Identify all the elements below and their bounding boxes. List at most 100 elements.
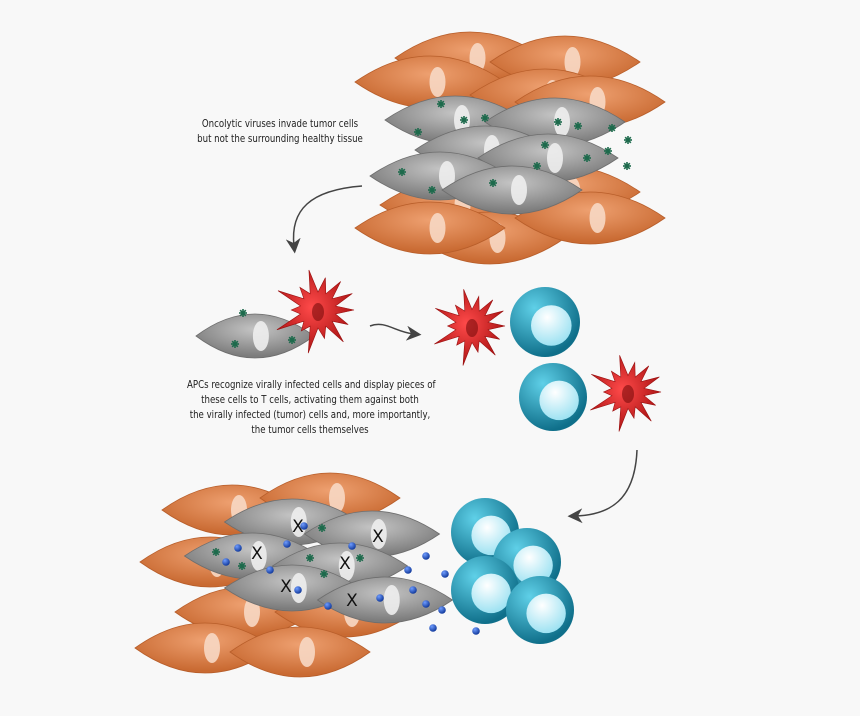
dead-cell-mark: X xyxy=(251,544,263,564)
cytokine-dot xyxy=(283,540,291,548)
t-cell xyxy=(451,556,519,624)
virus-spike xyxy=(306,554,314,562)
dead-cell-mark: X xyxy=(372,527,384,547)
cytokine-dot xyxy=(234,544,242,552)
caption-line: the tumor cells themselves xyxy=(251,424,369,436)
cytokine-dot xyxy=(422,552,430,560)
cell-nucleus xyxy=(370,519,387,549)
cell-nucleus xyxy=(429,213,446,243)
cytokine-dot xyxy=(441,570,449,578)
virus-icon xyxy=(320,570,328,578)
virus-spike xyxy=(541,141,549,149)
cytokine-dot xyxy=(222,558,230,566)
virus-spike xyxy=(604,147,612,155)
cell-nucleus xyxy=(204,633,220,663)
virus-icon xyxy=(624,136,632,144)
caption-line: these cells to T cells, activating them … xyxy=(201,394,419,406)
cell-nucleus xyxy=(429,67,446,97)
virus-spike xyxy=(238,562,246,570)
virus-spike xyxy=(481,114,489,122)
virus-spike xyxy=(623,162,631,170)
virus-icon xyxy=(541,141,549,149)
cell-nucleus xyxy=(511,175,527,205)
virus-spike xyxy=(212,548,220,556)
virus-icon xyxy=(608,124,616,132)
cytokine-dot xyxy=(324,602,332,610)
virus-icon xyxy=(398,168,406,176)
virus-icon xyxy=(489,179,497,187)
t-cell-core xyxy=(531,305,572,346)
virus-icon xyxy=(356,554,364,562)
caption-line: the virally infected (tumor) cells and, … xyxy=(189,409,431,421)
virus-icon xyxy=(231,340,239,348)
virus-spike xyxy=(288,336,296,344)
virus-icon xyxy=(428,186,436,194)
apc-cell xyxy=(434,289,506,366)
virus-spike xyxy=(460,116,468,124)
virus-icon xyxy=(623,162,631,170)
virus-spike xyxy=(554,118,562,126)
cell-nucleus xyxy=(329,483,345,513)
apc-cell xyxy=(276,269,355,354)
virus-icon xyxy=(212,548,220,556)
cytokine-dot xyxy=(266,566,274,574)
virus-spike xyxy=(318,524,326,532)
cytokine-dot xyxy=(376,594,384,602)
healthy-cell xyxy=(229,626,371,678)
virus-spike xyxy=(320,570,328,578)
virus-spike xyxy=(437,100,445,108)
virus-spike xyxy=(231,340,239,348)
caption-line: Oncolytic viruses invade tumor cells xyxy=(201,118,359,130)
apc-nucleus xyxy=(312,303,324,321)
cytokine-dot xyxy=(348,542,356,550)
virus-icon xyxy=(554,118,562,126)
arrow xyxy=(285,185,363,254)
virus-spike xyxy=(574,122,582,130)
cytokine-dot xyxy=(409,586,417,594)
cell-nucleus xyxy=(383,585,400,615)
cell-nucleus xyxy=(564,47,581,77)
t-cell-core xyxy=(526,593,566,634)
virus-icon xyxy=(604,147,612,155)
apc-nucleus xyxy=(622,385,634,403)
t-cell xyxy=(506,576,574,644)
virus-icon xyxy=(318,524,326,532)
cell-nucleus xyxy=(338,551,355,581)
virus-icon xyxy=(437,100,445,108)
arrow xyxy=(567,449,638,524)
cell-nucleus xyxy=(299,637,315,667)
cell-nucleus xyxy=(589,203,606,233)
caption-apc-activation: APCs recognize virally infected cells an… xyxy=(187,378,436,438)
healthy-cell xyxy=(134,622,276,674)
cell-nucleus xyxy=(250,541,267,571)
virus-spike xyxy=(489,179,497,187)
apc-nucleus xyxy=(466,319,478,337)
dead-cell-mark: X xyxy=(292,517,304,537)
cytokine-dot xyxy=(429,624,437,632)
virus-icon xyxy=(481,114,489,122)
virus-spike xyxy=(239,309,247,317)
virus-spike xyxy=(356,554,364,562)
virus-spike xyxy=(398,168,406,176)
virus-icon xyxy=(533,162,541,170)
cytokine-dot xyxy=(300,522,308,530)
virus-icon xyxy=(238,562,246,570)
t-cell xyxy=(519,363,587,431)
cytokine-dot xyxy=(294,586,302,594)
virus-icon xyxy=(583,154,591,162)
virus-spike xyxy=(583,154,591,162)
healthy-cell xyxy=(354,55,506,109)
virus-spike xyxy=(414,128,422,136)
dead-cell-mark: X xyxy=(280,577,292,597)
tumor-cell xyxy=(316,576,454,624)
cytokine-dot xyxy=(422,600,430,608)
arrow xyxy=(369,323,422,341)
tumor-cell xyxy=(441,165,583,215)
cytokine-dot xyxy=(404,566,412,574)
t-cell-core xyxy=(513,545,553,586)
caption-line: but not the surrounding healthy tissue xyxy=(197,133,363,145)
virus-spike xyxy=(608,124,616,132)
cytokine-dot xyxy=(438,606,446,614)
